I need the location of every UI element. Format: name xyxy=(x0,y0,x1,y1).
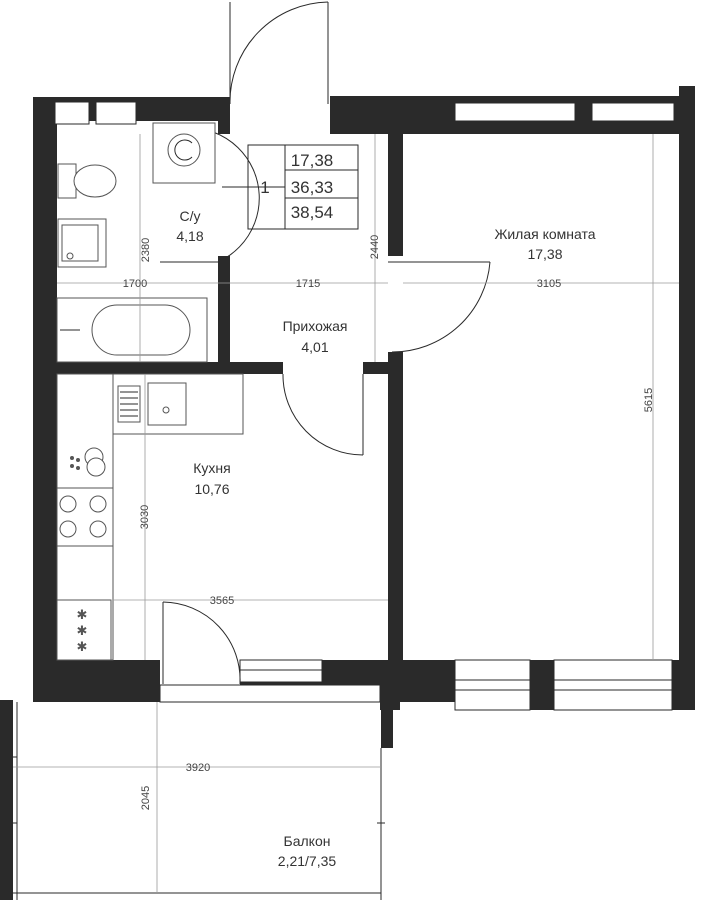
dim-hall-height: 2440 xyxy=(369,235,381,259)
bathroom-area: 4,18 xyxy=(176,228,203,244)
dim-kitchen-width: 3565 xyxy=(210,595,234,607)
rooms-count: 1 xyxy=(260,178,269,197)
bathroom-name: С/у xyxy=(180,208,201,224)
dim-bath-height: 2380 xyxy=(140,238,152,262)
living-room-area: 17,38 xyxy=(527,246,562,262)
dim-kitchen-height: 3030 xyxy=(139,505,151,529)
fridge-icon: ✱ ✱ ✱ xyxy=(56,599,112,661)
dim-balcony-depth: 2045 xyxy=(140,786,152,810)
dim-balcony-width: 3920 xyxy=(186,762,210,774)
dimension-lines xyxy=(13,134,679,893)
summary-table: 1 17,38 36,33 38,54 xyxy=(222,144,359,230)
dim-living-width: 3105 xyxy=(537,278,561,290)
svg-text:✱: ✱ xyxy=(77,623,88,638)
kitchen-name: Кухня xyxy=(193,460,230,476)
boiler-icon xyxy=(70,447,106,477)
dim-hall-width: 1715 xyxy=(296,278,320,290)
bathroom-fixtures xyxy=(56,122,216,363)
living-area-value: 17,38 xyxy=(291,151,334,170)
toilet-icon xyxy=(57,163,77,199)
total-area-value: 36,33 xyxy=(291,178,334,197)
dim-living-height: 5615 xyxy=(643,388,655,412)
balcony xyxy=(0,700,393,900)
dim-bath-width: 1700 xyxy=(123,278,147,290)
total-with-balcony-value: 38,54 xyxy=(291,203,334,222)
living-room-name: Жилая комната xyxy=(494,226,595,242)
svg-text:✱: ✱ xyxy=(77,639,88,654)
balcony-name: Балкон xyxy=(284,833,331,849)
svg-text:✱: ✱ xyxy=(77,607,88,622)
stove-icon xyxy=(56,487,114,547)
kitchen-fixtures: ✱ ✱ ✱ xyxy=(56,373,244,661)
hall-name: Прихожая xyxy=(283,318,348,334)
hall-area: 4,01 xyxy=(301,339,328,355)
balcony-area: 2,21/7,35 xyxy=(278,853,337,869)
kitchen-sink-icon xyxy=(147,382,187,426)
kitchen-area: 10,76 xyxy=(194,481,229,497)
windows xyxy=(54,101,675,711)
